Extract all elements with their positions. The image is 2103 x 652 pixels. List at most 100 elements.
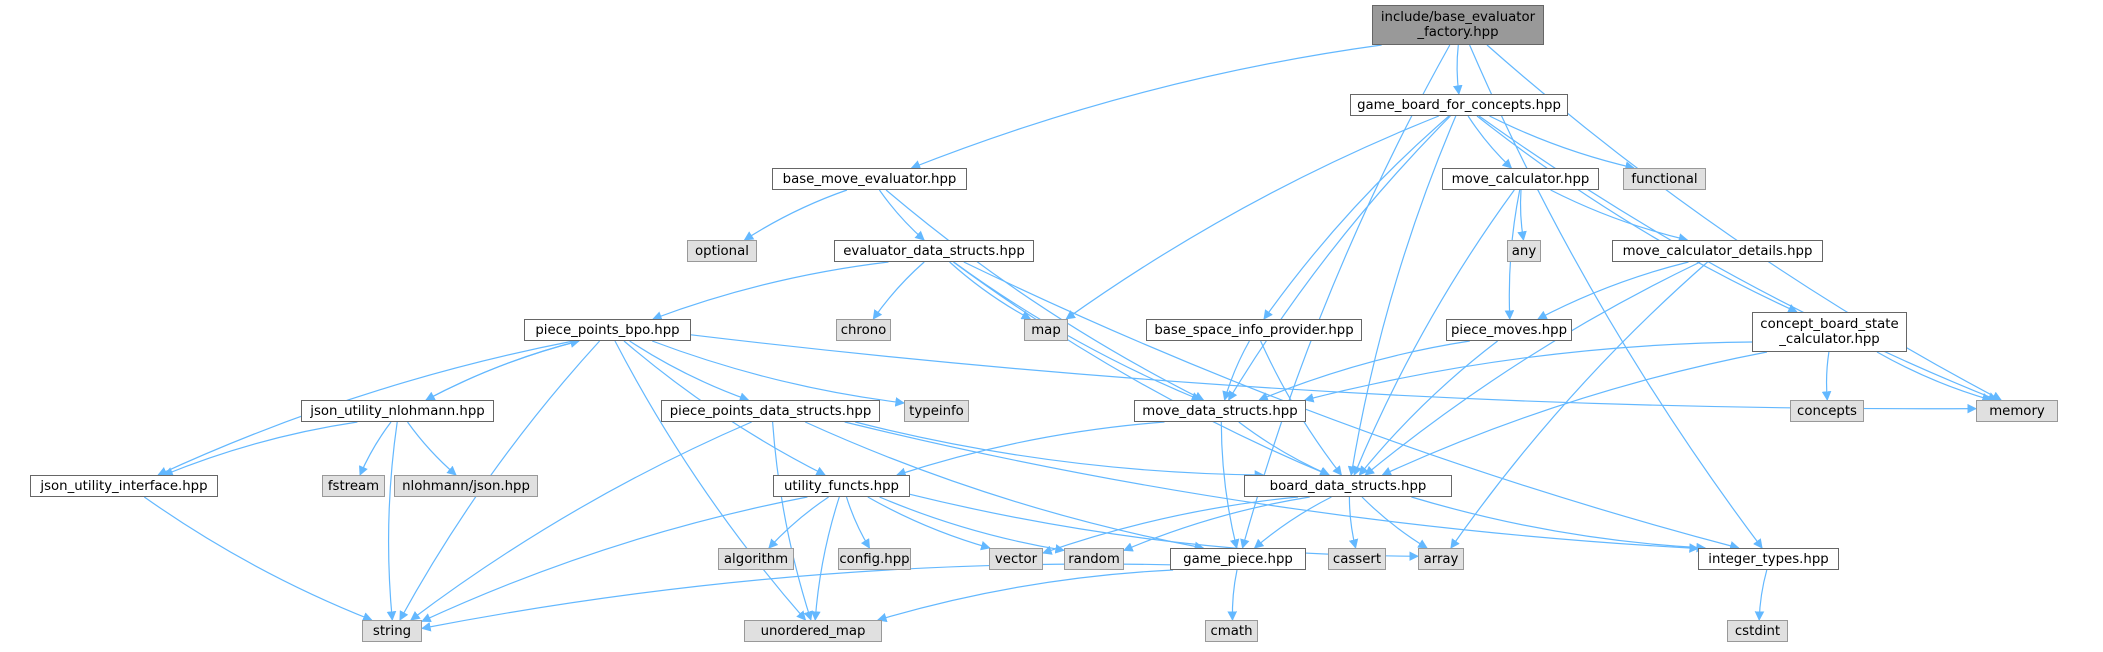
node-label: utility_functs.hpp xyxy=(784,478,899,494)
node-json-utility-interface[interactable]: json_utility_interface.hpp xyxy=(30,475,218,497)
edge-piece-moves-to-move-data-structs xyxy=(1258,340,1470,402)
node-label: game_board_for_concepts.hpp xyxy=(1357,97,1561,113)
edge-concept-board-state-calculator-to-memory xyxy=(1876,351,1992,403)
node-label: vector xyxy=(994,551,1038,567)
edge-utility-functs-to-random xyxy=(879,496,1065,554)
node-move-calculator-details[interactable]: move_calculator_details.hpp xyxy=(1612,240,1823,262)
node-label: piece_points_data_structs.hpp xyxy=(669,403,872,419)
edge-piece-points-bpo-to-typeinfo xyxy=(651,340,905,407)
edge-game-piece-to-unordered-map xyxy=(876,569,1174,623)
edge-utility-functs-to-string xyxy=(421,496,808,623)
edge-root-to-base-move-evaluator xyxy=(910,44,1382,170)
node-map: map xyxy=(1024,319,1068,341)
edge-board-data-structs-to-integer-types xyxy=(1411,496,1707,553)
edge-base-space-info-provider-to-move-data-structs xyxy=(1222,340,1250,401)
edge-game-board-for-concepts-to-functional xyxy=(1489,115,1635,171)
node-base-space-info-provider[interactable]: base_space_info_provider.hpp xyxy=(1146,319,1362,341)
edge-move-data-structs-to-utility-functs xyxy=(896,421,1165,477)
edge-move-calculator-to-move-calculator-details xyxy=(1550,189,1689,243)
edge-json-utility-nlohmann-to-nlohmann-json xyxy=(407,421,457,476)
node-label: optional xyxy=(695,243,749,259)
node-label: any xyxy=(1511,243,1537,259)
node-any: any xyxy=(1507,240,1541,262)
edge-game-board-for-concepts-to-base-space-info-provider xyxy=(1263,115,1450,320)
node-label: fstream xyxy=(327,478,380,494)
edge-game-piece-to-string xyxy=(421,563,1171,632)
node-functional: functional xyxy=(1623,168,1706,190)
node-label: algorithm xyxy=(723,551,789,567)
edge-evaluator-data-structs-to-integer-types xyxy=(963,261,1740,551)
node-optional: optional xyxy=(687,240,757,262)
edge-board-data-structs-to-random xyxy=(1123,496,1310,552)
node-evaluator-data-structs[interactable]: evaluator_data_structs.hpp xyxy=(834,240,1034,262)
node-label: base_move_evaluator.hpp xyxy=(782,171,957,187)
edge-json-utility-nlohmann-to-json-utility-interface xyxy=(163,421,358,477)
node-unordered-map: unordered_map xyxy=(744,620,882,642)
node-label: game_piece.hpp xyxy=(1183,551,1293,567)
edge-piece-points-bpo-to-unordered-map xyxy=(614,340,807,621)
node-label: string xyxy=(372,623,412,639)
edge-json-utility-nlohmann-to-fstream xyxy=(359,421,392,476)
node-cassert: cassert xyxy=(1328,548,1386,570)
node-label: cassert xyxy=(1332,551,1382,567)
edge-board-data-structs-to-array xyxy=(1361,496,1428,549)
edge-piece-points-data-structs-to-board-data-structs xyxy=(855,421,1265,480)
edge-move-calculator-to-board-data-structs xyxy=(1353,189,1515,476)
node-concept-board-state-calculator[interactable]: concept_board_state_calculator.hpp xyxy=(1752,312,1907,352)
node-piece-moves[interactable]: piece_moves.hpp xyxy=(1446,319,1572,341)
node-label: integer_types.hpp xyxy=(1708,551,1829,567)
edge-piece-moves-to-board-data-structs xyxy=(1358,340,1498,476)
edge-utility-functs-to-algorithm xyxy=(768,496,829,549)
edge-piece-points-bpo-to-memory xyxy=(690,334,1977,414)
node-integer-types[interactable]: integer_types.hpp xyxy=(1698,548,1839,570)
node-random: random xyxy=(1064,548,1124,570)
node-utility-functs[interactable]: utility_functs.hpp xyxy=(773,475,910,497)
node-json-utility-nlohmann[interactable]: json_utility_nlohmann.hpp xyxy=(301,400,494,422)
edge-board-data-structs-to-cassert xyxy=(1348,496,1359,549)
node-typeinfo: typeinfo xyxy=(904,400,969,422)
node-label: unordered_map xyxy=(760,623,866,639)
node-label: move_calculator_details.hpp xyxy=(1622,243,1813,259)
node-nlohmann-json: nlohmann/json.hpp xyxy=(394,475,538,497)
node-algorithm: algorithm xyxy=(718,548,794,570)
node-concepts: concepts xyxy=(1790,400,1864,422)
node-label: piece_points_bpo.hpp xyxy=(535,322,680,338)
dependency-edges xyxy=(143,44,2002,632)
node-piece-points-bpo[interactable]: piece_points_bpo.hpp xyxy=(524,319,691,341)
edge-move-calculator-details-to-array xyxy=(1450,261,1708,549)
edge-piece-points-bpo-to-string xyxy=(399,340,601,621)
node-label: chrono xyxy=(840,322,887,338)
edge-game-board-for-concepts-to-map xyxy=(1065,115,1440,320)
edge-base-move-evaluator-to-move-data-structs xyxy=(885,189,1205,401)
node-game-piece[interactable]: game_piece.hpp xyxy=(1170,548,1306,570)
edge-utility-functs-to-config xyxy=(845,496,871,549)
edge-concept-board-state-calculator-to-move-data-structs xyxy=(1303,341,1753,403)
node-label: cmath xyxy=(1210,623,1253,639)
node-game-board-for-concepts[interactable]: game_board_for_concepts.hpp xyxy=(1350,94,1568,116)
edge-evaluator-data-structs-to-chrono xyxy=(872,261,925,320)
edge-utility-functs-to-unordered-map xyxy=(811,496,840,621)
edge-evaluator-data-structs-to-piece-points-bpo xyxy=(652,261,889,321)
node-label: concept_board_state_calculator.hpp xyxy=(1760,317,1899,347)
node-base-move-evaluator[interactable]: base_move_evaluator.hpp xyxy=(772,168,967,190)
node-label: move_calculator.hpp xyxy=(1451,171,1590,187)
node-label: map xyxy=(1031,322,1061,338)
node-move-data-structs[interactable]: move_data_structs.hpp xyxy=(1134,400,1306,422)
node-board-data-structs[interactable]: board_data_structs.hpp xyxy=(1244,475,1452,497)
edge-game-board-for-concepts-to-board-data-structs xyxy=(1347,115,1457,476)
edge-evaluator-data-structs-to-board-data-structs xyxy=(953,261,1330,477)
node-move-calculator[interactable]: move_calculator.hpp xyxy=(1442,168,1599,190)
edge-piece-points-bpo-to-piece-points-data-structs xyxy=(629,340,750,402)
edge-integer-types-to-cstdint xyxy=(1754,569,1768,621)
node-piece-points-data-structs[interactable]: piece_points_data_structs.hpp xyxy=(661,400,880,422)
edge-game-board-for-concepts-to-move-calculator xyxy=(1467,115,1513,169)
edge-base-move-evaluator-to-evaluator-data-structs xyxy=(878,189,925,241)
edge-board-data-structs-to-vector xyxy=(1042,496,1299,555)
node-label: memory xyxy=(1989,403,2045,419)
edge-base-move-evaluator-to-optional xyxy=(743,189,848,241)
edge-piece-points-data-structs-to-string xyxy=(410,421,752,621)
node-cstdint: cstdint xyxy=(1727,620,1788,642)
node-label: include/base_evaluator_factory.hpp xyxy=(1380,10,1536,40)
edge-game-piece-to-cmath xyxy=(1227,569,1238,621)
